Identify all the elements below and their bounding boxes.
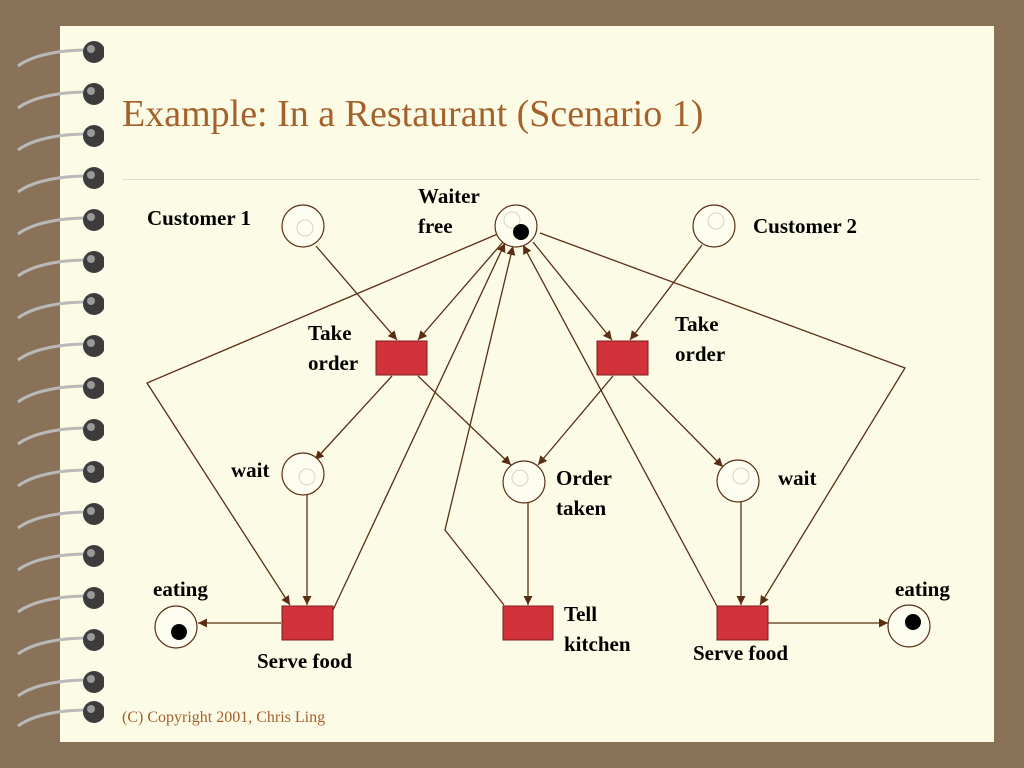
label-take-order-left-line1: Take xyxy=(308,321,352,345)
label-serve-food-left: Serve food xyxy=(257,649,353,673)
transition-serve-food-left xyxy=(281,605,334,641)
arc-serve-food-right-to-waiter xyxy=(522,244,719,609)
place-customer1 xyxy=(281,204,325,248)
label-eating-left: eating xyxy=(153,577,208,601)
place-wait-left xyxy=(281,452,325,496)
arc-customer1-to-take-order-left xyxy=(315,245,398,341)
binding-ring xyxy=(17,125,104,152)
binding-ring xyxy=(17,251,104,278)
label-take-order-left-line2: order xyxy=(308,351,359,375)
transition-take-order-left xyxy=(375,340,428,376)
place-customer2 xyxy=(692,204,736,248)
binding-ring xyxy=(17,41,104,68)
transition-serve-food-right xyxy=(716,605,769,641)
place-order-taken xyxy=(502,460,546,504)
label-customer1: Customer 1 xyxy=(147,206,252,230)
arc-take-order-right-to-wait-right xyxy=(632,375,724,468)
label-take-order-right-line2: order xyxy=(675,342,726,366)
binding-ring xyxy=(17,419,104,446)
token xyxy=(513,224,529,240)
arc-customer2-to-take-order-right xyxy=(629,244,703,341)
label-waiter-line2: free xyxy=(418,214,453,238)
label-serve-food-right: Serve food xyxy=(693,641,789,665)
place-eating-right xyxy=(887,604,931,648)
label-waiter-line1: Waiter xyxy=(418,184,480,208)
binding-ring xyxy=(17,293,104,320)
arc-take-order-left-to-order-taken xyxy=(417,375,512,466)
binding-ring xyxy=(17,209,104,236)
token xyxy=(171,624,187,640)
title-divider xyxy=(122,179,980,180)
arc-waiter-to-serve-food-right xyxy=(539,232,906,606)
arc-waiter-to-take-order-right xyxy=(532,241,613,341)
label-eating-right: eating xyxy=(895,577,950,601)
arc-waiter-to-take-order-left xyxy=(417,241,504,341)
binding-ring xyxy=(17,503,104,530)
transition-tell-kitchen xyxy=(502,605,554,641)
place-eating-left xyxy=(154,605,198,649)
label-wait-right: wait xyxy=(778,466,817,490)
binding-ring xyxy=(17,587,104,614)
binding-ring xyxy=(17,701,104,728)
label-wait-left: wait xyxy=(231,458,270,482)
label-order-taken-line1: Order xyxy=(556,466,612,490)
arc-tell-kitchen-to-waiter xyxy=(444,245,516,606)
copyright-footer: (C) Copyright 2001, Chris Ling xyxy=(122,709,326,726)
place-wait-right xyxy=(716,459,760,503)
slide-title: Example: In a Restaurant (Scenario 1) xyxy=(122,93,704,135)
arc-take-order-left-to-wait-left xyxy=(314,375,393,461)
label-take-order-right-line1: Take xyxy=(675,312,719,336)
transition-take-order-right xyxy=(596,340,649,376)
arc-waiter-to-serve-food-left xyxy=(146,232,501,606)
binding-ring xyxy=(17,167,104,194)
binding-ring xyxy=(17,377,104,404)
arc-serve-food-left-to-waiter xyxy=(332,242,506,611)
place-waiter-free xyxy=(494,204,538,248)
token xyxy=(905,614,921,630)
label-customer2: Customer 2 xyxy=(753,214,858,238)
binding-ring xyxy=(17,335,104,362)
binding-ring xyxy=(17,83,104,110)
binding-ring xyxy=(17,461,104,488)
binding-ring xyxy=(17,629,104,656)
label-order-taken-line2: taken xyxy=(556,496,607,520)
binding-ring xyxy=(17,545,104,572)
binding-ring xyxy=(17,671,104,698)
label-tell-kitchen-line1: Tell xyxy=(564,602,598,626)
arc-take-order-right-to-order-taken xyxy=(537,375,614,466)
label-tell-kitchen-line2: kitchen xyxy=(564,632,631,656)
